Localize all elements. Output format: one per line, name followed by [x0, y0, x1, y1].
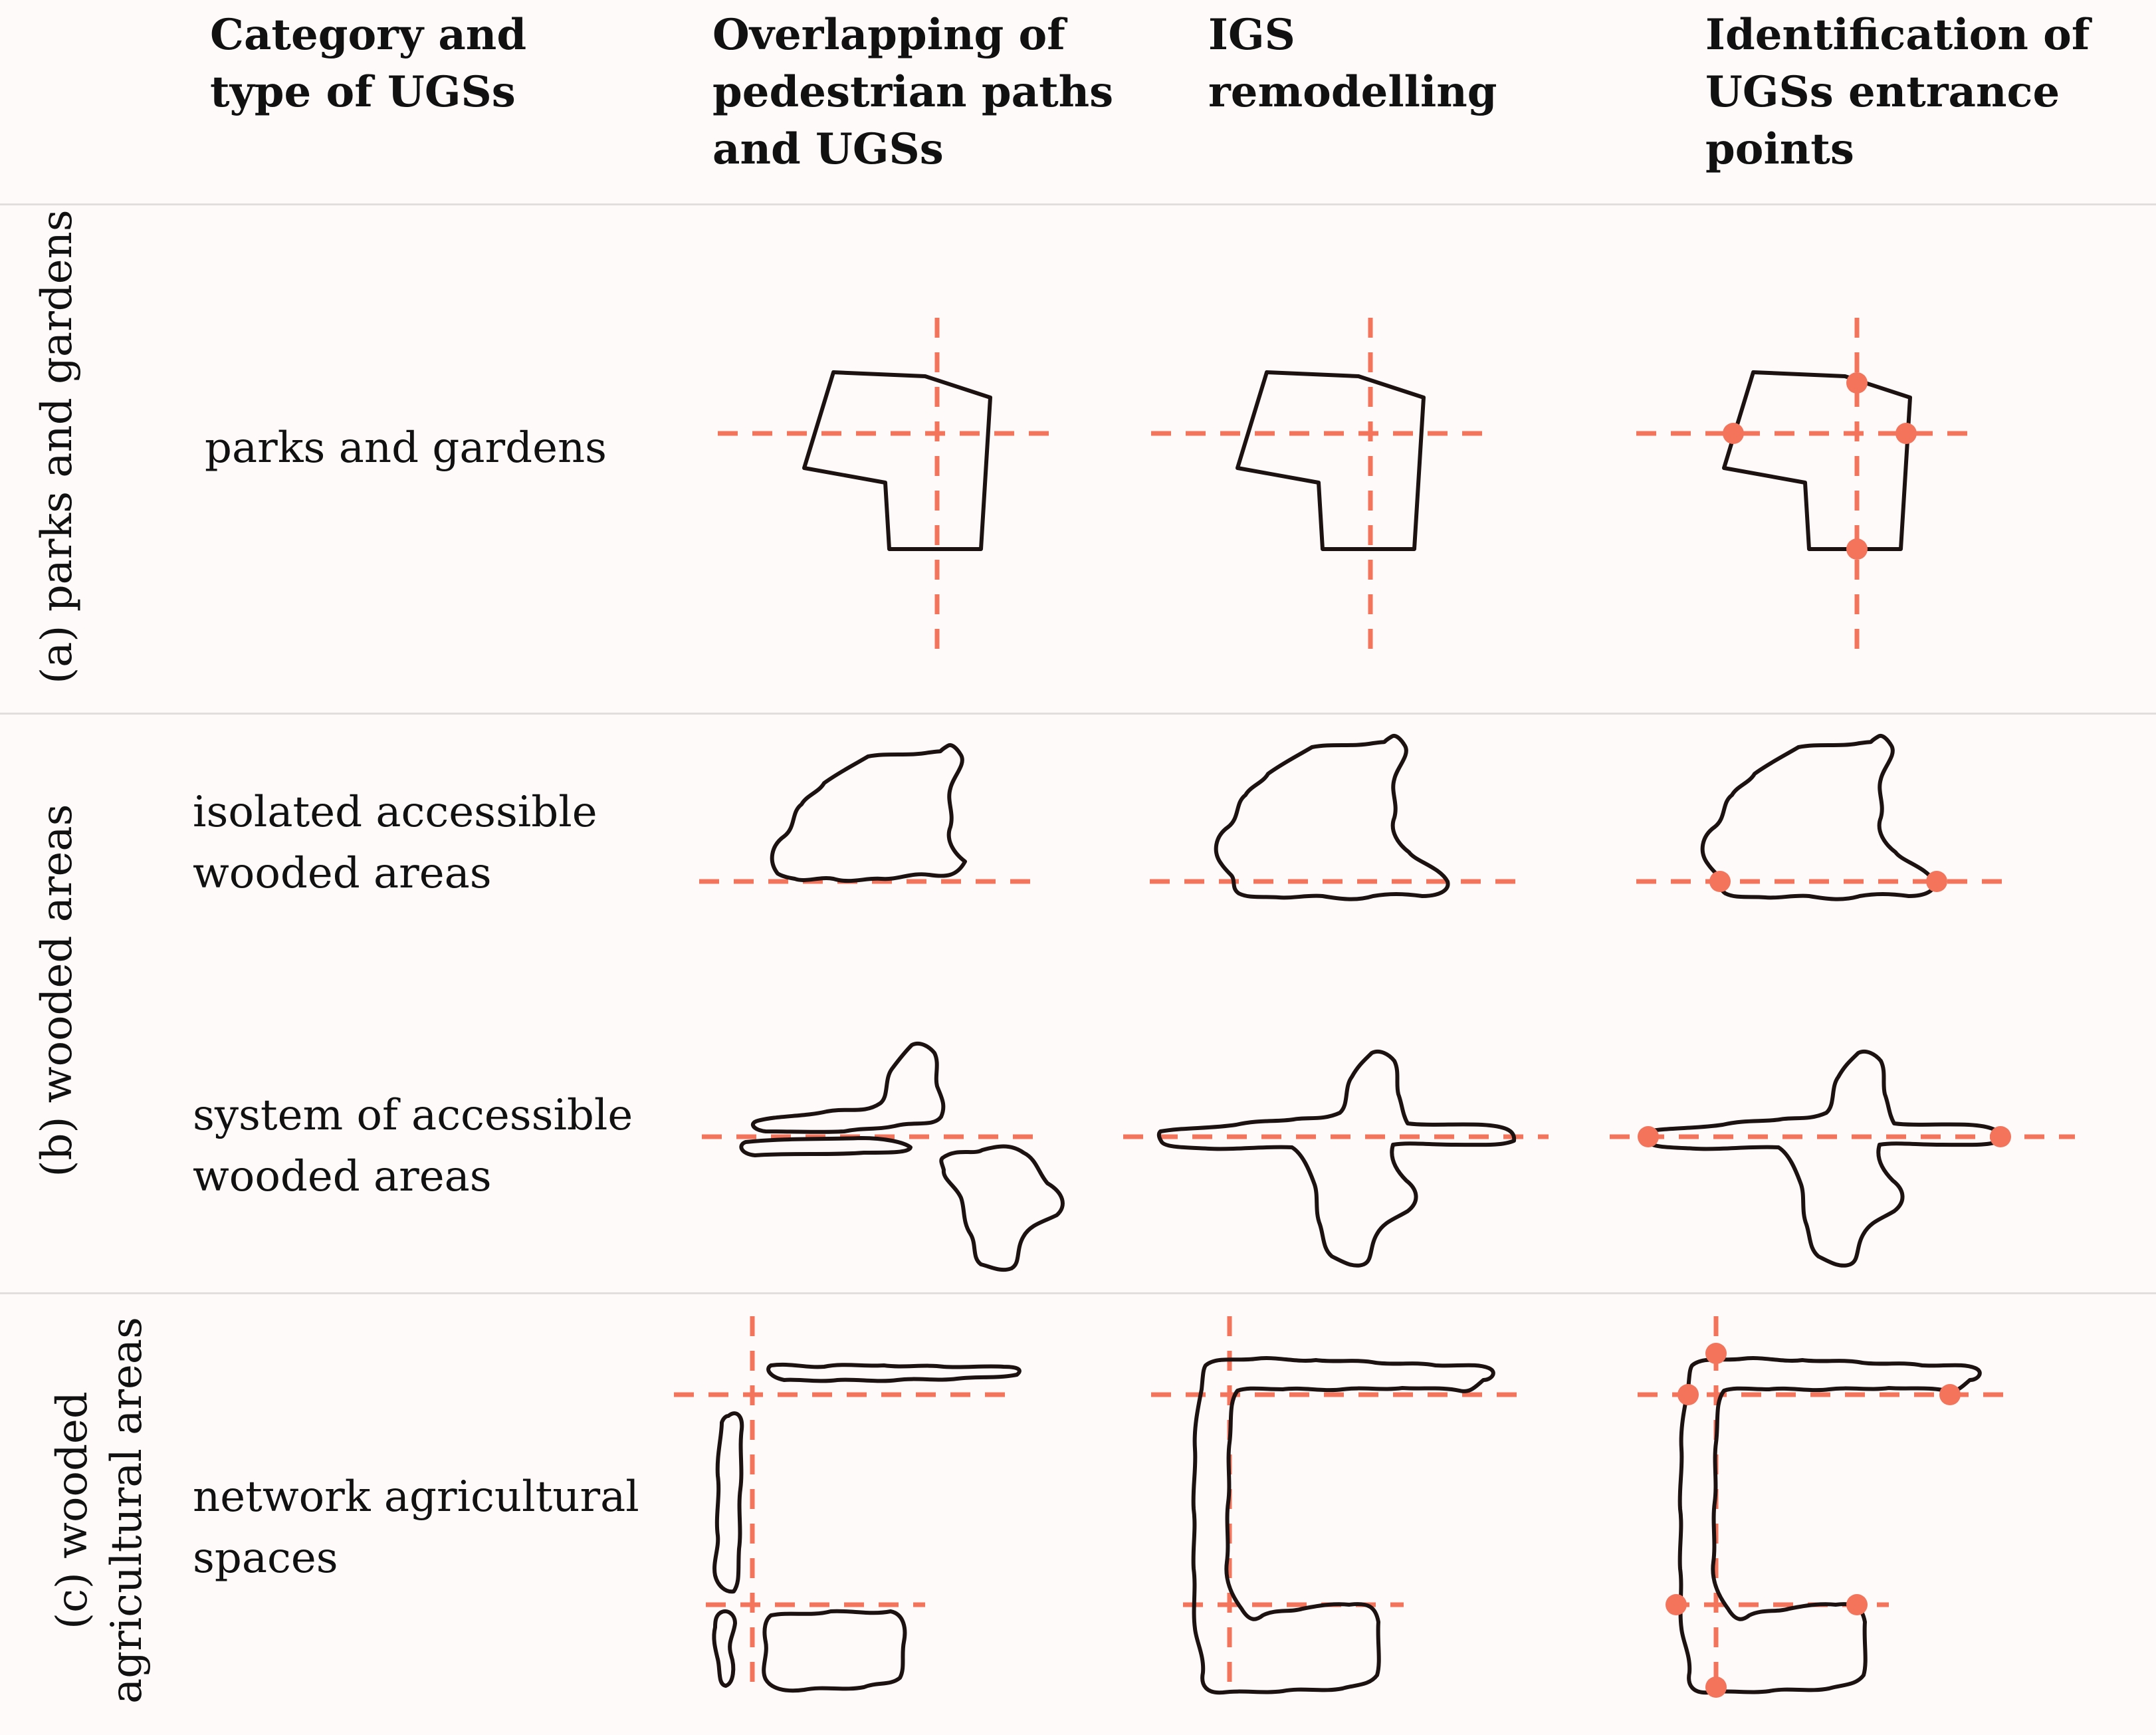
header-line: remodelling: [1208, 67, 1497, 117]
entrance-point: [1926, 871, 1947, 892]
agricultural-patch-outline: [762, 1609, 907, 1693]
header-overlapping: Overlapping of pedestrian paths and UGSs: [712, 7, 1178, 178]
header-line: points: [1705, 124, 1854, 174]
cell-parks-overlap: [718, 318, 1057, 658]
cell-system-entrances: [1610, 1049, 2075, 1268]
park-outline: [1236, 370, 1426, 551]
type-line: system of accessible: [193, 1091, 633, 1140]
row-separator: [0, 203, 2156, 205]
agricultural-network-outline: [1677, 1356, 1982, 1695]
header-line: type of UGSs: [210, 67, 516, 117]
type-line: wooded areas: [193, 1152, 492, 1201]
wooded-area-outline: [770, 743, 967, 883]
header-category-type: Category and type of UGSs: [210, 7, 675, 121]
row-separator: [0, 713, 2156, 715]
cell-network-overlap: [674, 1316, 1022, 1696]
wooded-area-outline: [1700, 734, 1937, 901]
entrance-point: [1638, 1126, 1659, 1147]
wooded-area-outline: [1156, 1049, 1517, 1268]
header-line: UGSs entrance: [1705, 67, 2060, 117]
header-igs-remodelling: IGS remodelling: [1208, 7, 1673, 121]
cell-isolated-overlap: [699, 743, 1038, 884]
header-line: and UGSs: [712, 124, 944, 174]
entrance-point: [1705, 1677, 1727, 1698]
entrance-point: [1705, 1343, 1727, 1364]
type-isolated-wooded: isolated accessible wooded areas: [193, 782, 597, 904]
park-outline: [802, 370, 992, 551]
park-outline: [1722, 370, 1912, 551]
wooded-area-outline: [939, 1144, 1065, 1272]
type-parks-gardens: parks and gardens: [205, 417, 607, 479]
wooded-area-outline: [750, 1041, 946, 1134]
header-line: IGS: [1208, 10, 1295, 60]
header-line: Category and: [210, 10, 527, 60]
cell-parks-remodel: [1151, 318, 1490, 658]
header-line: pedestrian paths: [712, 67, 1114, 117]
cell-isolated-remodel: [1150, 734, 1529, 901]
type-line: spaces: [193, 1534, 338, 1583]
cell-parks-entrances: [1636, 318, 1975, 658]
type-line: isolated accessible: [193, 788, 597, 837]
wooded-area-outline: [1214, 734, 1450, 901]
entrance-point: [1723, 423, 1744, 444]
row-separator: [0, 1292, 2156, 1294]
entrance-point: [1677, 1384, 1699, 1405]
cell-isolated-entrances: [1636, 734, 2015, 901]
agricultural-strip-outline: [766, 1362, 1022, 1383]
type-line: network agricultural: [193, 1472, 639, 1522]
entrance-point: [1846, 1594, 1868, 1615]
cell-network-entrances: [1638, 1316, 2015, 1698]
entrance-point: [1846, 538, 1868, 560]
entrance-point: [1895, 423, 1917, 444]
entrance-point: [1666, 1594, 1687, 1615]
type-system-wooded: system of accessible wooded areas: [193, 1085, 633, 1207]
header-line: Overlapping of: [712, 10, 1065, 60]
type-line: wooded areas: [193, 849, 492, 898]
wooded-area-outline: [1643, 1049, 2003, 1268]
entrance-point: [1846, 372, 1868, 394]
type-line: parks and gardens: [205, 423, 607, 473]
wooded-area-outline: [739, 1136, 913, 1157]
agricultural-patch-outline: [712, 1609, 737, 1688]
cell-network-remodel: [1151, 1316, 1529, 1696]
cell-system-remodel: [1123, 1049, 1549, 1268]
entrance-point: [1939, 1384, 1961, 1405]
header-entrance-points: Identification of UGSs entrance points: [1705, 7, 2156, 178]
type-network-agricultural: network agricultural spaces: [193, 1466, 639, 1589]
entrance-point: [1709, 871, 1731, 892]
cell-system-overlap: [702, 1041, 1065, 1272]
header-line: Identification of: [1705, 10, 2090, 60]
agricultural-strip-outline: [712, 1411, 744, 1594]
entrance-point: [1990, 1126, 2011, 1147]
agricultural-network-outline: [1191, 1356, 1495, 1695]
